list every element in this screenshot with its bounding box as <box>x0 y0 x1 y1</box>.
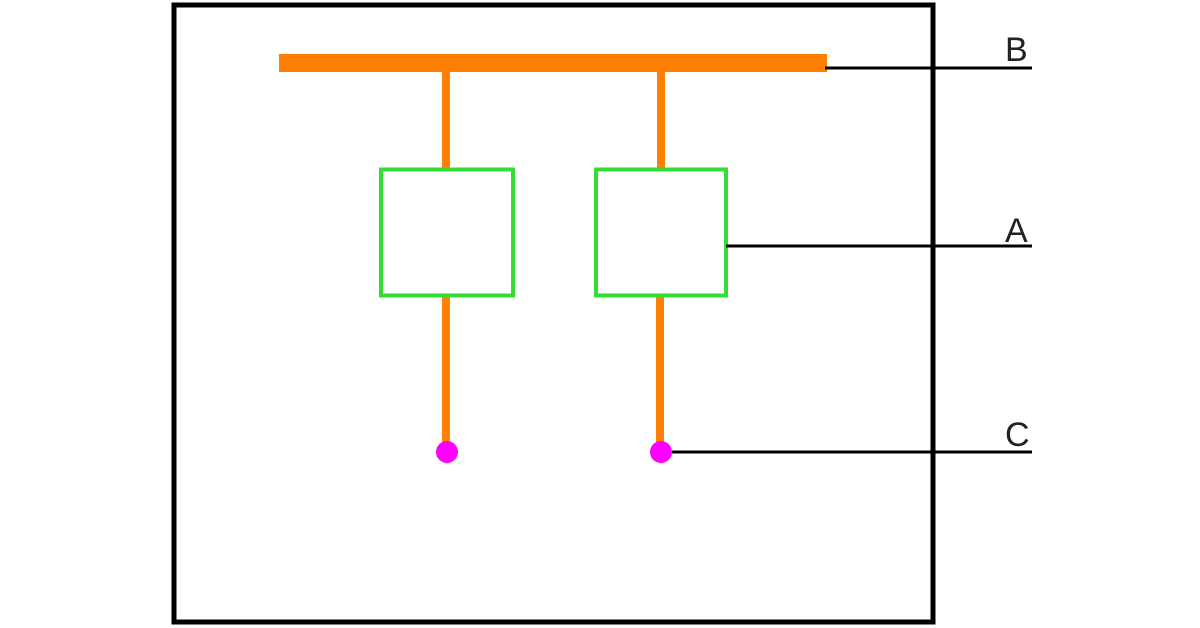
busbar <box>279 54 827 72</box>
label-c: C <box>1005 416 1030 454</box>
label-b: B <box>1005 31 1028 69</box>
right-upper-wire <box>657 70 665 171</box>
outer-frame <box>171 2 936 625</box>
left-terminal <box>436 441 458 463</box>
right-lower-wire <box>656 297 664 445</box>
right-component-box <box>594 167 728 298</box>
left-lower-wire <box>442 297 450 445</box>
left-upper-wire <box>442 70 450 171</box>
left-component-box <box>379 167 515 298</box>
right-terminal <box>650 441 672 463</box>
label-a: A <box>1005 212 1028 250</box>
